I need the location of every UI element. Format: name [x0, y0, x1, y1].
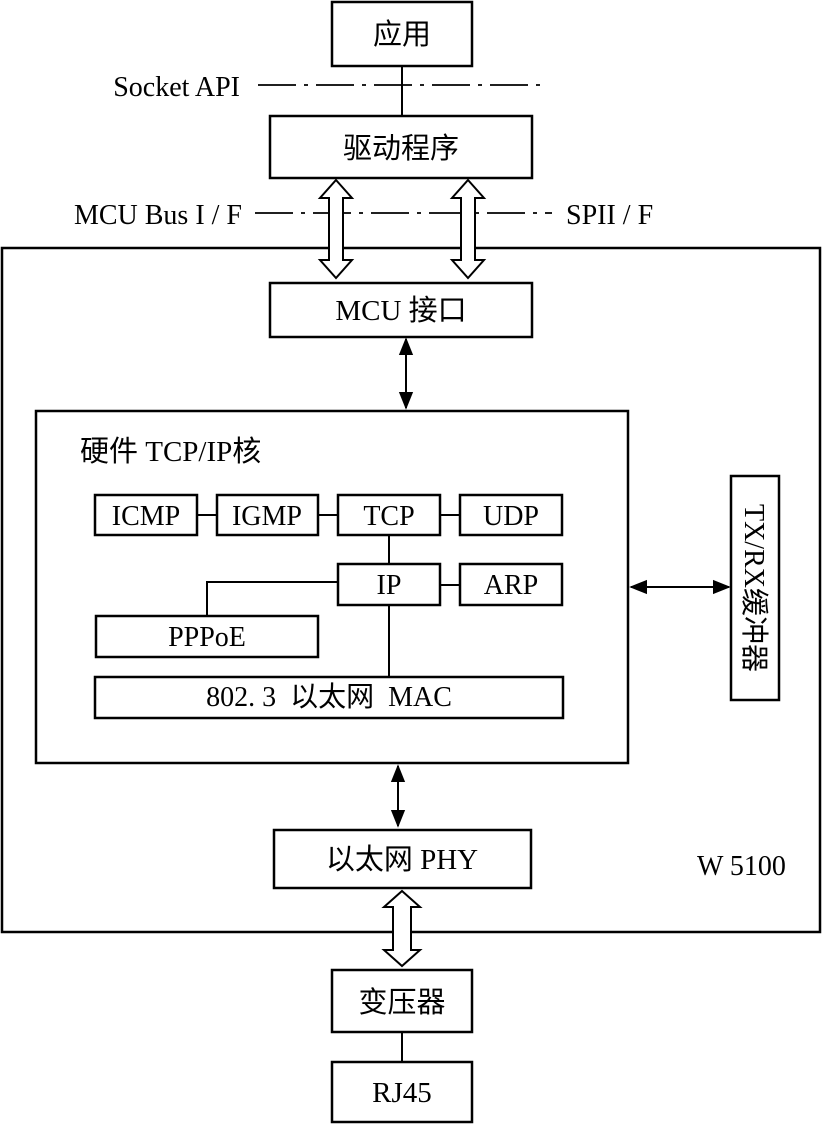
spi-label: SPII / F	[566, 200, 653, 231]
driver-box	[268, 114, 534, 180]
ip-label: IP	[377, 570, 402, 601]
pppoe-label: PPPoE	[168, 622, 246, 653]
ethernet-mac-box	[93, 675, 565, 720]
transformer-label: 变压器	[358, 986, 445, 1019]
rj45-label: RJ45	[372, 1077, 432, 1109]
igmp-label: IGMP	[232, 501, 302, 532]
application-label: 应用	[373, 18, 431, 51]
rj45-box	[330, 1060, 474, 1124]
txrx-buffer-box	[729, 474, 781, 702]
ip-pppoe-link	[206, 581, 338, 616]
icmp-label: ICMP	[112, 501, 180, 532]
ethernet-phy-label: 以太网 PHY	[326, 843, 478, 876]
udp-label: UDP	[483, 501, 539, 532]
mcu-bus-double-arrow	[317, 178, 355, 280]
mcu-bus-label: MCU Bus I / F	[74, 200, 242, 231]
socket-api-label: Socket API	[113, 72, 240, 103]
ethernet-mac-label: 802. 3 以太网 MAC	[206, 681, 452, 713]
ethernet-phy-box	[272, 828, 533, 890]
arp-label: ARP	[484, 570, 538, 601]
hw-tcpip-core-title: 硬件 TCP/IP核	[80, 435, 261, 468]
phy-transformer-double-arrow	[381, 889, 423, 968]
tcp-label: TCP	[363, 501, 414, 532]
spi-double-arrow	[449, 178, 487, 280]
arp-box	[458, 562, 564, 607]
mcu-interface-label: MCU 接口	[335, 294, 466, 327]
mcu-interface-box	[268, 281, 534, 339]
driver-label: 驱动程序	[343, 132, 459, 165]
chip-label: W 5100	[697, 851, 786, 882]
txrx-buffer-label: TX/RX缓冲器	[738, 504, 770, 672]
pppoe-box	[94, 614, 320, 659]
